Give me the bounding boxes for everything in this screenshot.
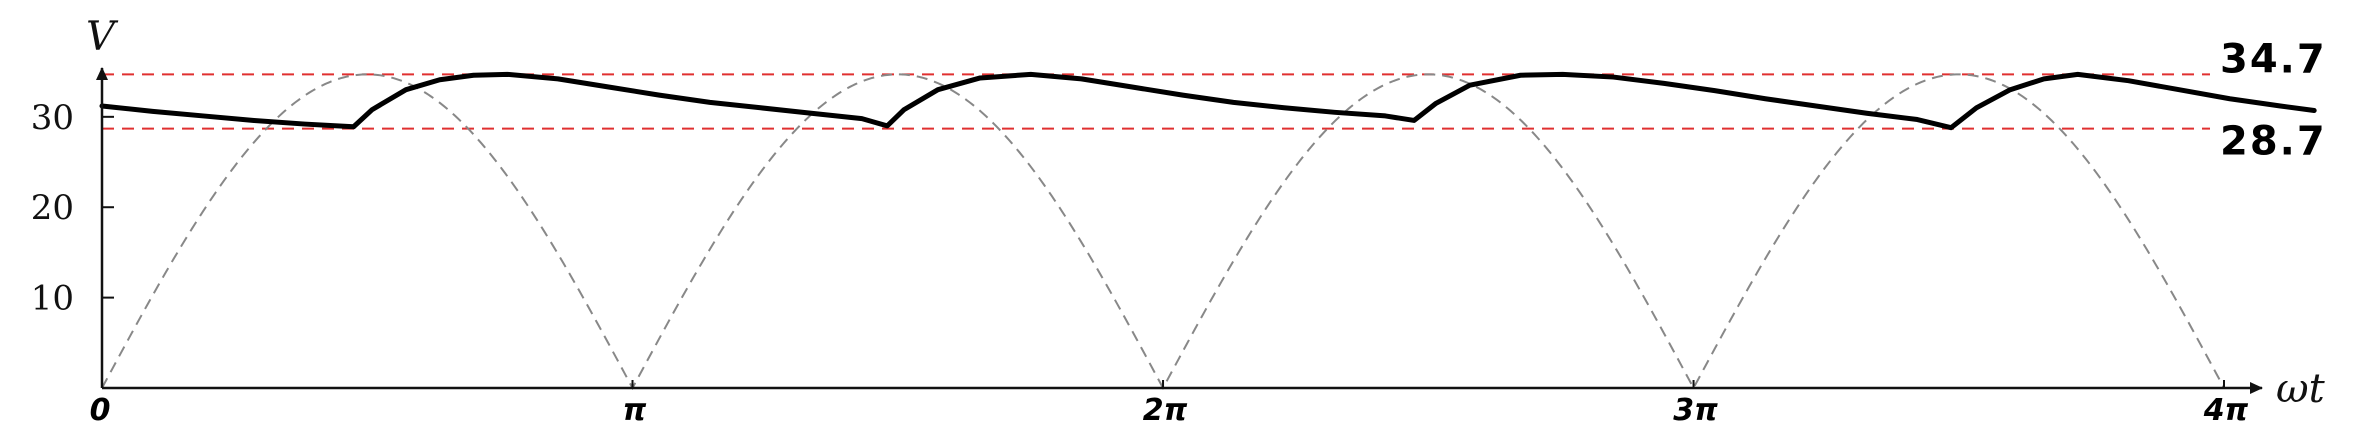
rectified-output-series xyxy=(99,71,2317,131)
reference-label-1: 28.7 xyxy=(2220,119,2327,165)
x-tick-label-0: 0 xyxy=(90,393,111,428)
rectified-output-line xyxy=(99,71,2317,131)
reference-label-0: 34.7 xyxy=(2220,36,2327,82)
y-tick-label-0: 10 xyxy=(31,279,74,319)
x-tick-label-1: π xyxy=(623,393,647,428)
x-tick-label-2: 2π xyxy=(1143,393,1188,428)
reference-labels: 34.7 28.7 xyxy=(2220,36,2327,165)
y-ticks: 10 20 30 xyxy=(31,98,114,319)
reference-lines xyxy=(102,73,2210,130)
x-tick-label-4: 4π xyxy=(2203,393,2249,428)
y-tick-label-2: 30 xyxy=(31,98,74,138)
x-ticks: 0 π 2π 3π 4π xyxy=(90,380,2249,428)
x-axis-title: ωt xyxy=(2276,366,2326,412)
y-axis-title: V xyxy=(86,14,119,60)
x-tick-label-3: 3π xyxy=(1673,393,1718,428)
y-tick-label-1: 20 xyxy=(31,188,74,228)
abs-sine-series xyxy=(101,73,2225,391)
abs-sine-line xyxy=(101,73,2225,391)
